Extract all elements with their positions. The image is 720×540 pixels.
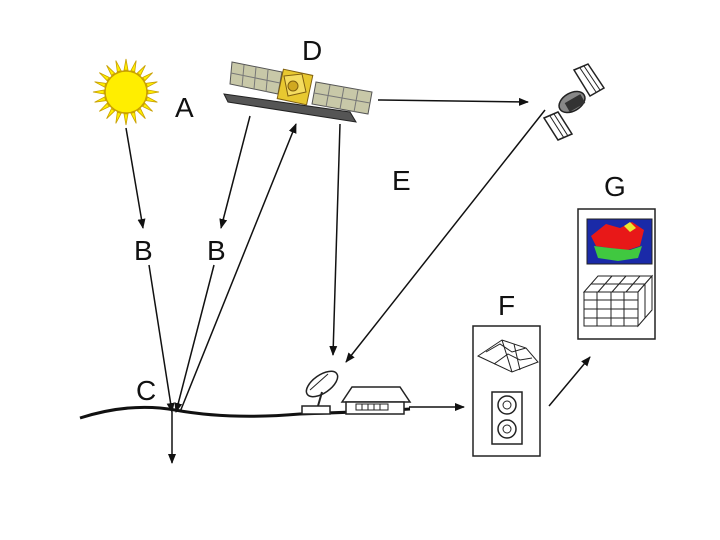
sun-ray [145, 96, 158, 103]
arrow-satellite-to-dish [329, 123, 341, 356]
sun-ray [106, 107, 116, 119]
tape-reel-device-icon [491, 391, 523, 445]
satellite-d-icon [223, 61, 373, 123]
label-c: C [136, 375, 156, 406]
sun-ray [94, 81, 107, 88]
arrow-relay-to-dish [345, 109, 546, 363]
processing-panel-f [472, 325, 541, 457]
receiving-station-building-icon [340, 386, 412, 415]
sun-ray [147, 89, 160, 95]
relay-satellite-icon [542, 63, 606, 141]
arrow-ground-to-satellite [179, 123, 297, 413]
sun-ray [130, 60, 137, 73]
sun-ray [136, 65, 146, 77]
arrow-satellite-to-relay [377, 97, 529, 106]
sun-ray [106, 65, 116, 77]
sun-ray [115, 111, 122, 124]
sun-ray [99, 72, 111, 82]
sun-ray [141, 72, 153, 82]
arrow-sun-to-b-left [125, 127, 146, 229]
sun-ray [136, 107, 146, 119]
sun-ray [115, 60, 122, 73]
arrow-processing-to-product [548, 356, 591, 407]
label-e: E [392, 165, 411, 196]
sun-ray [123, 58, 129, 71]
data-grid-wireframe-icon [582, 274, 654, 328]
arrow-b-right-to-ground [174, 264, 215, 413]
label-b-left: B [134, 235, 153, 266]
label-b-right: B [207, 235, 226, 266]
sun-ray [141, 102, 153, 112]
sun-icon [92, 58, 160, 126]
label-d: D [302, 35, 322, 66]
label-a: A [175, 92, 194, 123]
output-product-panel-g [577, 208, 656, 340]
sun-ray [94, 96, 107, 103]
sun-ray [145, 81, 158, 88]
sun-ray [92, 89, 105, 95]
thematic-map-image [586, 218, 653, 265]
arrow-satellite-to-b-right [219, 115, 251, 229]
arrow-b-left-to-ground [148, 264, 175, 413]
sun-ray [123, 113, 129, 126]
terrain-wireframe-icon [476, 339, 539, 373]
sun-ray [130, 111, 137, 124]
ground-receiving-dish-icon [301, 370, 339, 415]
label-f: F [498, 290, 515, 321]
sun-ray [99, 102, 111, 112]
label-g: G [604, 171, 626, 202]
